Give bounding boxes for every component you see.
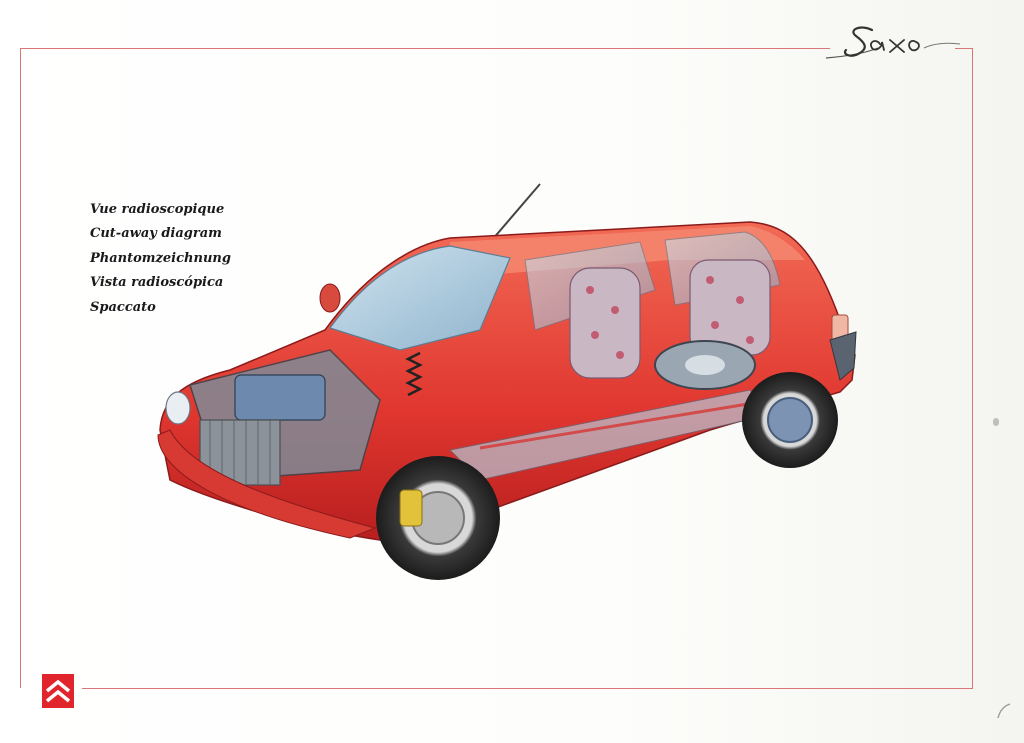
page-edge-mark bbox=[993, 418, 999, 426]
rear-bumper bbox=[829, 331, 857, 381]
car-cutaway-illustration bbox=[157, 183, 857, 580]
frame-top-right-line bbox=[955, 48, 973, 49]
front-seat bbox=[569, 267, 641, 379]
engine-block bbox=[234, 374, 326, 421]
side-mirror bbox=[319, 283, 341, 313]
caption-spanish: Vista radioscópica bbox=[90, 275, 224, 291]
page-curl-mark bbox=[997, 703, 1011, 719]
saxo-logo bbox=[825, 26, 961, 59]
frame-right-line bbox=[972, 48, 973, 688]
front-bumper bbox=[157, 429, 377, 539]
caption-english: Cut-away diagram bbox=[90, 226, 222, 242]
caption-italian: Spaccato bbox=[90, 299, 156, 315]
caption-list: Vue radioscopique Cut-away diagram Phant… bbox=[90, 198, 310, 320]
caption-french: Vue radioscopique bbox=[90, 202, 225, 217]
windscreen bbox=[329, 245, 511, 351]
caption-german: Phantomzeichnung bbox=[90, 250, 231, 266]
headlight bbox=[165, 391, 191, 425]
antenna bbox=[491, 183, 541, 241]
frame-bottom-line bbox=[82, 688, 973, 689]
chevrons-logo-icon bbox=[42, 674, 74, 708]
frame-top-line bbox=[20, 48, 830, 49]
brake-caliper bbox=[399, 489, 423, 527]
frame-left-line bbox=[20, 48, 21, 688]
front-suspension-spring bbox=[405, 351, 423, 397]
